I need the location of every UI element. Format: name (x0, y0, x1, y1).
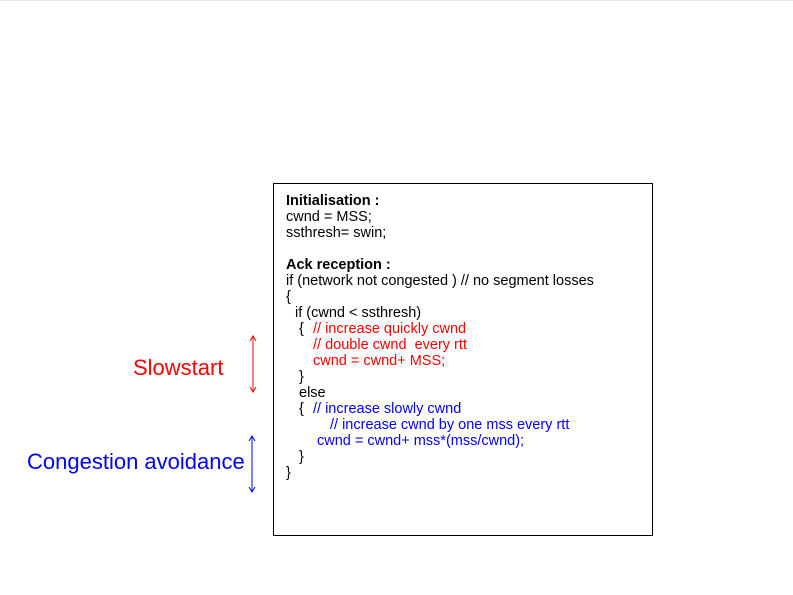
code-line-slowstart-close: } (299, 369, 304, 385)
code-line-final-close: } (286, 465, 291, 481)
top-border-line (0, 0, 793, 1)
code-line-double-cwnd-comment: // double cwnd every rtt (313, 337, 467, 353)
code-line-slowstart-brace: { (299, 321, 304, 337)
slowstart-range-arrow (249, 335, 257, 393)
init-title: Initialisation : (286, 193, 380, 209)
code-line-cwnd-init: cwnd = MSS; (286, 209, 372, 225)
code-line-slowstart-comment: // increase quickly cwnd (313, 321, 467, 337)
slowstart-label: Slowstart (133, 355, 224, 380)
code-line-open-brace: { (286, 289, 291, 305)
code-line-ssthresh-init: ssthresh= swin; (286, 225, 387, 241)
code-line-increase-by-mss-comment: // increase cwnd by one mss every rtt (330, 417, 570, 433)
code-line-cwnd-plus-mss: cwnd = cwnd+ MSS; (313, 353, 446, 369)
code-line-else: else (299, 385, 326, 401)
algorithm-code-box: Initialisation : cwnd = MSS; ssthresh= s… (273, 183, 653, 536)
code-line-cwnd-formula: cwnd = cwnd+ mss*(mss/cwnd); (317, 433, 525, 449)
code-line-avoidance-brace: { (299, 401, 304, 417)
ack-reception-title: Ack reception : (286, 257, 391, 273)
code-line-avoidance-comment: // increase slowly cwnd (313, 401, 462, 417)
code-line-if-cwnd-lt-ssthresh: if (cwnd < ssthresh) (295, 305, 422, 321)
congestion-avoidance-range-arrow (248, 435, 256, 493)
code-line-if-not-congested: if (network not congested ) // no segmen… (286, 273, 594, 289)
congestion-avoidance-label: Congestion avoidance (27, 449, 245, 474)
code-line-avoidance-close: } (299, 449, 304, 465)
